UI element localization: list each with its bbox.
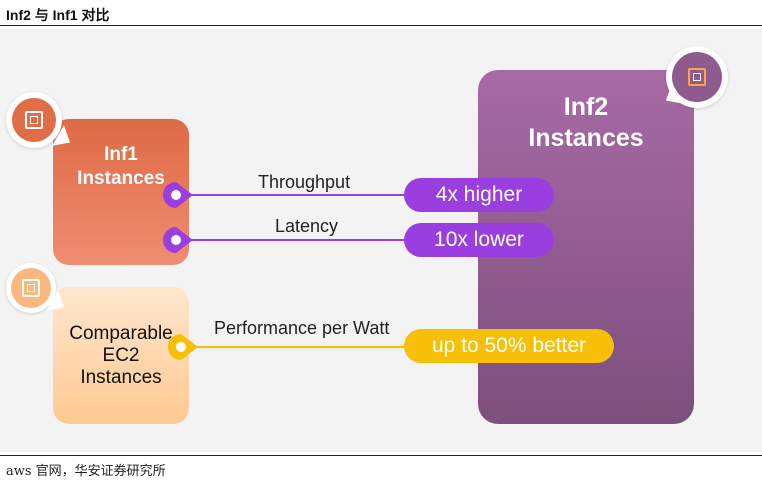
top-rule <box>0 25 762 26</box>
ppw-label: Performance per Watt <box>214 318 390 338</box>
latency-label: Latency <box>275 216 339 236</box>
chip-icon <box>22 279 40 297</box>
ppw-connector <box>190 346 420 348</box>
chip-icon <box>688 68 706 86</box>
ec2-line3: Instances <box>80 366 162 388</box>
latency-pin-icon <box>163 227 193 253</box>
latency-value: 10x lower <box>404 223 554 257</box>
inf1-chip-badge <box>6 92 77 153</box>
ec2-chip-badge <box>6 263 71 318</box>
inf1-title: Inf1 <box>104 144 138 165</box>
inf2-subtitle: Instances <box>528 124 644 152</box>
chip-icon <box>25 111 43 129</box>
ppw-value: up to 50% better <box>404 329 614 363</box>
inf2-chip-badge <box>659 46 728 111</box>
figure-title: Inf2 与 Inf1 对比 <box>6 7 110 23</box>
ec2-line1: Comparable <box>69 322 173 344</box>
throughput-value: 4x higher <box>404 178 554 212</box>
latency-connector <box>190 239 420 241</box>
ec2-card: Comparable EC2 Instances <box>53 287 189 424</box>
throughput-pin-icon <box>163 182 193 208</box>
ppw-pin-icon <box>168 334 198 360</box>
throughput-connector <box>190 194 420 196</box>
source-note: aws 官网，华安证券研究所 <box>6 464 166 479</box>
inf2-title: Inf2 <box>563 93 609 121</box>
bottom-rule <box>0 455 762 456</box>
throughput-label: Throughput <box>258 172 351 192</box>
inf1-subtitle: Instances <box>77 168 165 189</box>
ec2-line2: EC2 <box>102 344 140 366</box>
